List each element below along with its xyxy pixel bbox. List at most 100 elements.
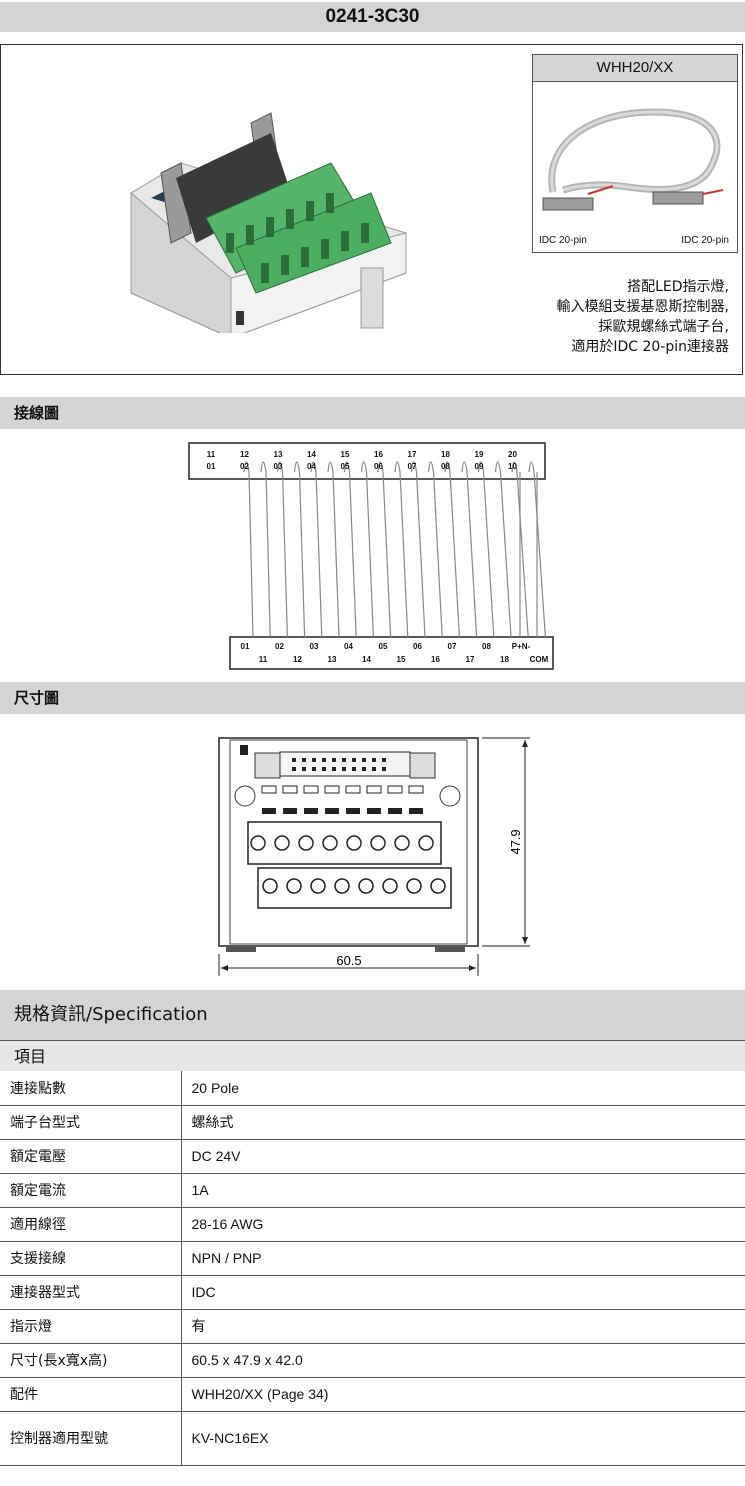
spec-value: 有	[181, 1309, 745, 1344]
spec-key: 端子台型式	[0, 1105, 182, 1140]
cable-right-label: IDC 20-pin	[681, 235, 729, 246]
wiring-bottom-terminal-label: 06	[413, 642, 422, 651]
spec-key: 額定電流	[0, 1173, 182, 1208]
wire-line	[511, 461, 529, 638]
table-row: 指示燈有	[0, 1309, 745, 1344]
wire-line	[310, 461, 323, 638]
spec-value: 28-16 AWG	[181, 1207, 745, 1242]
wiring-top-pin-label: 03	[274, 462, 283, 471]
wiring-bottom-terminal-label: 12	[293, 655, 302, 664]
wire-line	[360, 461, 374, 638]
table-row: 端子台型式螺絲式	[0, 1105, 745, 1140]
dimension-drawing: 60.5 47.9	[218, 737, 530, 976]
wire-line	[427, 461, 443, 638]
wiring-top-pin-label: 18	[441, 450, 450, 459]
spec-value: WHH20/XX (Page 34)	[181, 1377, 745, 1412]
description-line: 輸入模組支援基恩斯控制器,	[556, 299, 729, 315]
wire-line	[477, 461, 495, 638]
wiring-top-pin-label: 16	[374, 450, 383, 459]
width-dimension: 60.5	[336, 953, 361, 968]
cable-name: WHH20/XX	[533, 55, 737, 82]
spec-key: 控制器適用型號	[0, 1411, 182, 1466]
description-line: 採歐規螺絲式端子台,	[598, 319, 729, 335]
wiring-top-pin-label: 05	[341, 462, 350, 471]
wiring-top-pin-label: 10	[508, 462, 517, 471]
description-line: 適用於IDC 20-pin連接器	[571, 339, 729, 355]
terminal-block-photo	[130, 112, 407, 333]
page-title: 0241-3C30	[0, 2, 745, 32]
spec-value: 螺絲式	[181, 1105, 745, 1140]
wire-line	[461, 461, 478, 638]
wire-line	[343, 461, 357, 638]
cable-accessory-panel: WHH20/XX IDC 20-pin IDC 20-pin	[532, 54, 738, 253]
spec-value: 1A	[181, 1173, 745, 1208]
wire-line	[444, 461, 460, 638]
spec-key: 額定電壓	[0, 1139, 182, 1174]
wiring-top-pin-label: 08	[441, 462, 450, 471]
spec-value: 20 Pole	[181, 1071, 745, 1106]
wiring-bottom-terminal-label: 07	[448, 642, 457, 651]
wire-line	[394, 461, 409, 638]
wire-line	[327, 461, 340, 638]
wire-line	[243, 461, 254, 638]
spec-value: 60.5 x 47.9 x 42.0	[181, 1343, 745, 1378]
wiring-bottom-terminal-label: P+N-	[512, 642, 531, 651]
wiring-top-pin-label: 04	[307, 462, 316, 471]
wire-line	[528, 461, 546, 638]
wiring-top-pin-label: 12	[240, 450, 249, 459]
wire-line	[260, 461, 271, 638]
wiring-bottom-terminal-label: 08	[482, 642, 491, 651]
spec-value: DC 24V	[181, 1139, 745, 1174]
spec-key: 支援接線	[0, 1241, 182, 1276]
dimension-section-header: 尺寸圖	[0, 682, 745, 714]
wire-line	[276, 461, 288, 638]
spec-section-header: 規格資訊/Specification	[0, 990, 745, 1040]
wiring-top-pin-label: 11	[207, 450, 216, 459]
wiring-top-pin-label: 02	[240, 462, 249, 471]
wiring-top-pin-label: 17	[408, 450, 417, 459]
spec-value: KV-NC16EX	[181, 1411, 745, 1466]
spec-key: 適用線徑	[0, 1207, 182, 1242]
wire-line	[410, 461, 426, 638]
wiring-top-pin-label: 14	[307, 450, 316, 459]
height-dimension: 47.9	[508, 829, 523, 854]
wiring-top-pin-label: 15	[341, 450, 350, 459]
wire-line	[293, 461, 306, 638]
wiring-bottom-terminal-label: 15	[397, 655, 406, 664]
wiring-bottom-terminal-label: 18	[500, 655, 509, 664]
wiring-bottom-terminal-label: 04	[344, 642, 353, 651]
wiring-bottom-terminal-label: 05	[379, 642, 388, 651]
wiring-bottom-terminal-label: 03	[310, 642, 319, 651]
product-overview: WHH20/XX IDC 20-pin IDC 20-pin 搭配LED指示燈,…	[0, 44, 743, 375]
wiring-top-pin-label: 09	[475, 462, 484, 471]
cable-image	[542, 108, 724, 211]
table-row: 尺寸(長x寬x高)60.5 x 47.9 x 42.0	[0, 1343, 745, 1378]
product-description: 搭配LED指示燈, 輸入模組支援基恩斯控制器, 採歐規螺絲式端子台, 適用於ID…	[557, 277, 729, 357]
wire-line	[494, 461, 512, 638]
cable-left-label: IDC 20-pin	[539, 235, 587, 246]
spec-value: IDC	[181, 1275, 745, 1310]
description-line: 搭配LED指示燈,	[627, 279, 729, 295]
wiring-top-pin-label: 13	[274, 450, 283, 459]
spec-key: 連接點數	[0, 1071, 182, 1106]
spec-value: NPN / PNP	[181, 1241, 745, 1276]
wiring-section-header: 接線圖	[0, 397, 745, 429]
wiring-top-pin-label: 01	[207, 462, 216, 471]
wiring-top-pin-label: 06	[374, 462, 383, 471]
spec-key: 連接器型式	[0, 1275, 182, 1310]
wiring-bottom-terminal-label: 16	[431, 655, 440, 664]
wiring-bottom-terminal-label: COM	[530, 655, 549, 664]
wiring-bottom-terminal-label: 13	[328, 655, 337, 664]
wire-line	[377, 461, 392, 638]
wiring-bottom-terminal-label: 17	[466, 655, 475, 664]
